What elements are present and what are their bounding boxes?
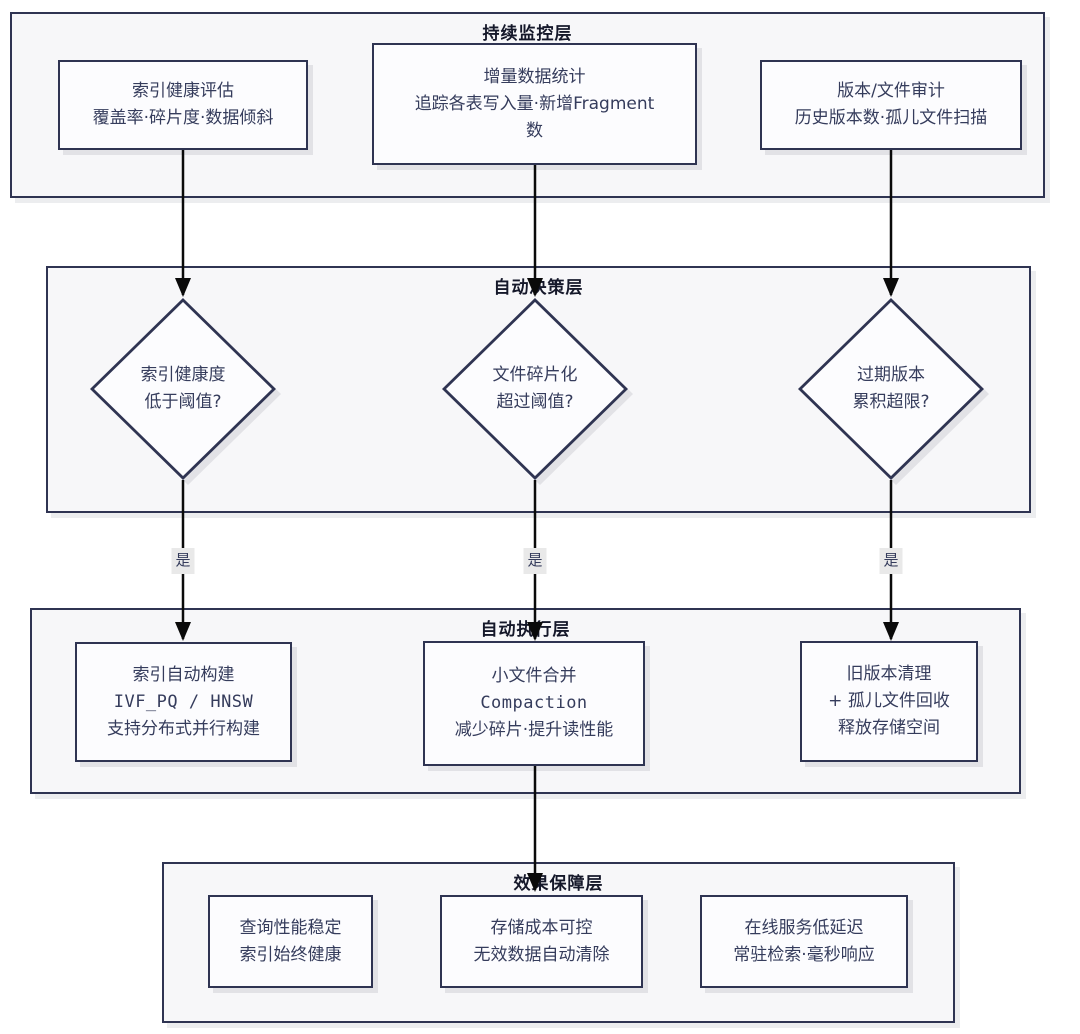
decision-file-fragmentation-over-threshold: 文件碎片化 超过阈值? [442,298,628,480]
diamond-shape-icon [798,298,984,480]
layer-title-continuous-monitoring: 持续监控层 [482,24,573,44]
decision-expired-versions-over-limit: 过期版本 累积超限? [798,298,984,480]
node-text-line: 减少碎片·提升读性能 [454,720,614,740]
edge-label-yes-2: 是 [523,548,547,574]
decision-index-health-below-threshold: 索引健康度 低于阈值? [90,298,276,480]
node-low-latency-online-service: 在线服务低延迟 常驻检索·毫秒响应 [700,895,908,988]
node-text-line: 索引自动构建 [132,664,235,685]
decision-text-line: 低于阈值? [144,392,222,412]
node-text-line: 数 [526,120,543,141]
node-text-line: 增量数据统计 [483,66,586,87]
node-controllable-storage-cost: 存储成本可控 无效数据自动清除 [440,895,643,988]
diamond-shape-icon [442,298,628,480]
node-text-line: 追踪各表写入量·新增Fragment [414,93,655,114]
node-text-line: + 孤儿文件回收 [828,691,950,711]
node-version-file-audit: 版本/文件审计 历史版本数·孤儿文件扫描 [760,60,1022,150]
node-text-line: 释放存储空间 [838,718,940,738]
node-text-line: 在线服务低延迟 [744,917,864,938]
layer-title-effect-guarantee: 效果保障层 [513,874,604,894]
node-text-line: 旧版本清理 [846,664,932,684]
layer-title-automatic-execution: 自动执行层 [480,620,571,640]
node-small-file-compaction: 小文件合并 Compaction 减少碎片·提升读性能 [423,641,645,766]
edge-label-yes-3: 是 [879,548,903,574]
node-text-line: 支持分布式并行构建 [107,718,260,739]
node-text-line: 覆盖率·碎片度·数据倾斜 [92,108,274,128]
edge-label-yes-1: 是 [171,548,195,574]
node-incremental-data-stats: 增量数据统计 追踪各表写入量·新增Fragment 数 [372,43,697,165]
node-index-health-assessment: 索引健康评估 覆盖率·碎片度·数据倾斜 [58,60,308,150]
node-text-line: 小文件合并 [491,666,577,686]
decision-text-line: 过期版本 [857,365,925,385]
node-text-line: Compaction [480,693,588,713]
node-text-line: 无效数据自动清除 [473,944,610,965]
node-text-line: IVF_PQ / HNSW [113,691,254,712]
node-old-version-cleanup: 旧版本清理 + 孤儿文件回收 释放存储空间 [800,641,978,762]
decision-text-line: 累积超限? [852,392,930,412]
decision-text-line: 超过阈值? [496,392,574,412]
node-text-line: 索引始终健康 [239,944,342,965]
node-text-line: 索引健康评估 [132,81,234,101]
decision-text-line: 索引健康度 [140,365,226,385]
decision-text-line: 文件碎片化 [492,365,578,385]
node-stable-query-performance: 查询性能稳定 索引始终健康 [208,895,373,988]
node-text-line: 查询性能稳定 [239,917,342,938]
node-auto-index-build: 索引自动构建 IVF_PQ / HNSW 支持分布式并行构建 [75,642,292,762]
layer-title-automatic-decision: 自动决策层 [493,278,584,298]
node-text-line: 存储成本可控 [490,917,593,938]
node-text-line: 常驻检索·毫秒响应 [733,944,875,965]
node-text-line: 历史版本数·孤儿文件扫描 [794,108,988,128]
node-text-line: 版本/文件审计 [837,81,945,101]
diamond-shape-icon [90,298,276,480]
